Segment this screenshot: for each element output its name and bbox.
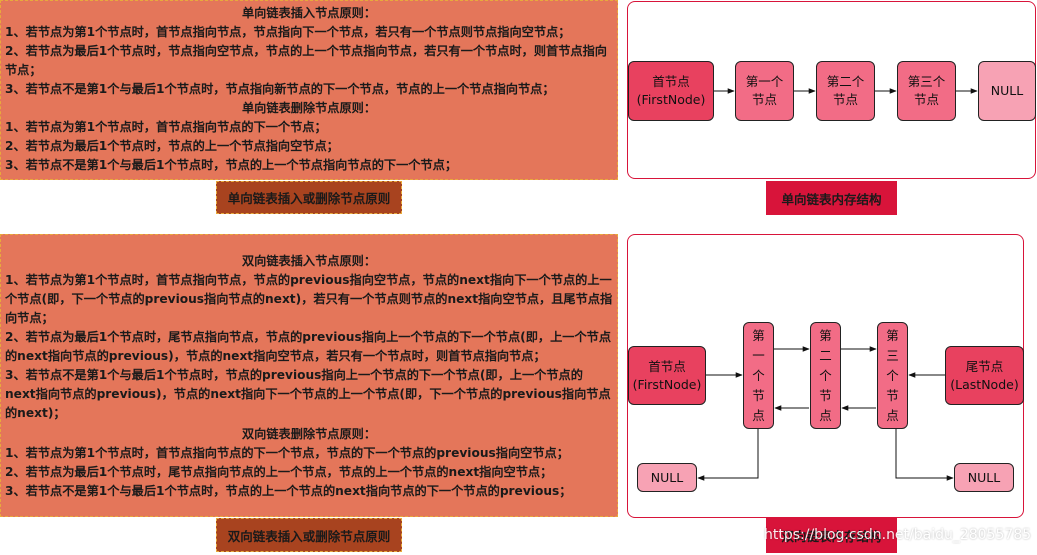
single-list-rules-box: 单向链表插入节点原则： 1、若节点为第1个节点时，首节点指向节点，节点指向下一个… — [0, 0, 618, 180]
double-node-3: 第 三 个 节 点 — [877, 322, 908, 429]
single-insert-title: 单向链表插入节点原则： — [241, 6, 377, 20]
double-node-3-char-4: 节 — [886, 387, 899, 403]
watermark: https://blog.csdn.net/baidu_28055785 — [764, 527, 1032, 543]
single-insert-rule-2: 2、若节点为最后1个节点时，节点指向空节点，节点的上一个节点指向节点，若只有一个… — [5, 44, 607, 77]
single-delete-title: 单向链表删除节点原则： — [241, 101, 377, 115]
double-node-3-char-3: 个 — [886, 367, 899, 383]
double-null-left: NULL — [637, 463, 697, 492]
single-null-node: NULL — [978, 61, 1036, 121]
single-node-3: 第三个 节点 — [897, 61, 956, 121]
double-node-1-char-2: 一 — [752, 347, 765, 363]
single-insert-rule-1: 1、若节点为第1个节点时，首节点指向节点，节点指向下一个节点，若只有一个节点则节… — [5, 25, 571, 39]
double-list-rules-box: 双向链表插入节点原则： 1、若节点为第1个节点时，首节点指向节点，节点的prev… — [0, 234, 618, 517]
double-node-1-char-3: 个 — [752, 367, 765, 383]
single-node-2: 第二个 节点 — [816, 61, 875, 121]
double-node-1-char-4: 节 — [752, 387, 765, 403]
double-insert-rule-3: 3、若节点不是第1个与最后1个节点时，节点的previous指向上一个节点的下一… — [5, 368, 611, 420]
double-insert-rule-1: 1、若节点为第1个节点时，首节点指向节点，节点的previous指向空节点，节点… — [5, 273, 613, 325]
double-node-2-char-1: 第 — [819, 327, 832, 343]
double-delete-rule-3: 3、若节点不是第1个与最后1个节点时，节点的上一个节点的next指向节点的下一个… — [5, 484, 572, 498]
single-diagram-caption: 单向链表内存结构 — [766, 181, 897, 215]
double-node-3-char-1: 第 — [886, 327, 899, 343]
double-node-1: 第 一 个 节 点 — [743, 322, 774, 429]
double-node-2-char-4: 节 — [819, 387, 832, 403]
double-node-1-char-5: 点 — [752, 407, 765, 423]
double-node-2-char-2: 二 — [819, 347, 832, 363]
double-first-node: 首节点 (FirstNode) — [628, 346, 706, 405]
single-rules-caption: 单向链表插入或删除节点原则 — [216, 181, 402, 214]
double-delete-rule-1: 1、若节点为第1个节点时，首节点指向节点的下一个节点，节点的下一个节点的prev… — [5, 446, 569, 460]
single-delete-rule-3: 3、若节点不是第1个与最后1个节点时，节点的上一个节点指向节点的下一个节点； — [5, 158, 458, 172]
single-delete-rule-1: 1、若节点为第1个节点时，首节点指向节点的下一个节点； — [5, 120, 327, 134]
double-delete-rule-2: 2、若节点为最后1个节点时，尾节点指向节点的上一个节点，节点的上一个节点的nex… — [5, 465, 553, 479]
single-first-node: 首节点 (FirstNode) — [628, 61, 714, 121]
double-null-right: NULL — [954, 463, 1014, 492]
double-node-2-char-5: 点 — [819, 407, 832, 423]
single-insert-rule-3: 3、若节点不是第1个与最后1个节点时，节点指向新节点的下一个节点，节点的上一个节… — [5, 82, 555, 96]
single-delete-rule-2: 2、若节点为最后1个节点时，节点的上一个节点指向空节点； — [5, 139, 339, 153]
double-node-1-char-1: 第 — [752, 327, 765, 343]
double-last-node: 尾节点 (LastNode) — [945, 346, 1024, 405]
double-node-2-char-3: 个 — [819, 367, 832, 383]
double-node-2: 第 二 个 节 点 — [810, 322, 841, 429]
single-node-1: 第一个 节点 — [735, 61, 794, 121]
double-insert-title: 双向链表插入节点原则： — [241, 254, 377, 268]
double-insert-rule-2: 2、若节点为最后1个节点时，尾节点指向节点，节点的previous指向上一个节点… — [5, 330, 612, 363]
double-node-3-char-2: 三 — [886, 347, 899, 363]
double-diagram-caption: 双向链表内存结构 — [766, 518, 897, 553]
double-rules-caption: 双向链表插入或删除节点原则 — [216, 518, 402, 552]
double-delete-title: 双向链表删除节点原则： — [241, 427, 377, 441]
double-node-3-char-5: 点 — [886, 407, 899, 423]
